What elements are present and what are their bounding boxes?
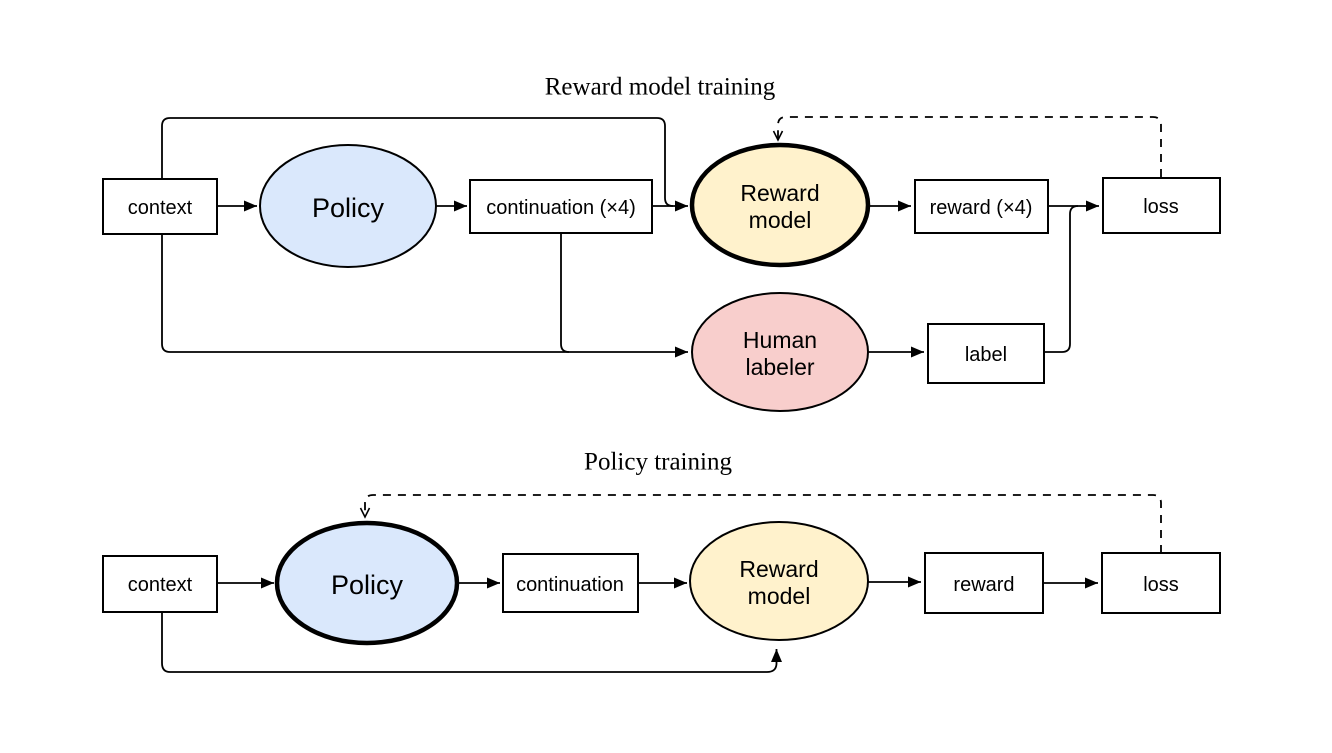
pt-reward-model-label-line1: Reward — [739, 556, 818, 582]
rmt-loss-node: loss — [1102, 177, 1221, 234]
pt-policy-ellipse — [274, 520, 460, 646]
pt-context-box — [102, 555, 218, 613]
rmt-edges — [161, 116, 1162, 358]
rmt-reward-label: reward (×4) — [930, 197, 1033, 219]
rmt-policy-ellipse — [259, 144, 437, 268]
rmt-edge-label-to-loss — [1044, 205, 1079, 353]
rmt-label-box — [927, 323, 1045, 384]
pt-edges — [161, 494, 1162, 673]
pt-context-label: context — [128, 574, 193, 596]
rmt-human-labeler-label-line1: Human — [743, 327, 817, 353]
rmt-edge-context-loop-to-reward-model — [161, 117, 674, 207]
rmt-continuation-box — [469, 179, 653, 234]
rmt-continuation-label: continuation (×4) — [486, 197, 636, 219]
rmt-human-labeler-node: Human labeler — [691, 292, 869, 412]
pt-continuation-label: continuation — [516, 574, 624, 596]
rmt-edge-loss-feedback-dashed — [772, 116, 1162, 177]
pt-policy-node: Policy — [274, 520, 460, 646]
rmt-reward-model-label-line1: Reward — [740, 180, 819, 206]
pt-loss-node: loss — [1101, 552, 1221, 614]
rmt-reward-node: reward (×4) — [914, 179, 1049, 234]
rmt-context-box — [102, 178, 218, 235]
rmt-continuation-node: continuation (×4) — [469, 179, 653, 234]
rmt-edge-continuation-to-human-labeler — [560, 233, 570, 353]
pt-reward-node: reward — [924, 552, 1044, 614]
rmt-context-label: context — [128, 197, 193, 219]
rmt-loss-box — [1102, 177, 1221, 234]
pt-loss-box — [1101, 552, 1221, 614]
rmt-reward-model-ellipse — [689, 142, 871, 268]
pt-continuation-box — [502, 553, 639, 613]
pt-reward-box — [924, 552, 1044, 614]
pt-context-node: context — [102, 555, 218, 613]
pt-edge-loss-feedback-dashed — [359, 494, 1162, 553]
reward-model-training-title: Reward model training — [545, 74, 776, 101]
pt-continuation-node: continuation — [502, 553, 639, 613]
pt-reward-label: reward — [953, 574, 1014, 596]
rmt-edge-context-to-human-labeler — [161, 234, 688, 358]
pt-policy-label: Policy — [331, 570, 404, 600]
rmt-reward-model-label-line2: model — [749, 207, 812, 233]
pt-edge-context-to-reward-model — [161, 612, 782, 673]
pt-reward-model-ellipse — [689, 521, 869, 641]
pt-reward-model-node: Reward model — [689, 521, 869, 641]
pt-reward-model-label-line2: model — [748, 583, 811, 609]
rmt-reward-model-node: Reward model — [689, 142, 871, 268]
rmt-label-node: label — [927, 323, 1045, 384]
policy-training-title: Policy training — [584, 449, 732, 476]
rmt-human-labeler-ellipse — [691, 292, 869, 412]
rmt-reward-box — [914, 179, 1049, 234]
pt-loss-label: loss — [1143, 574, 1179, 596]
rmt-policy-label: Policy — [312, 193, 385, 223]
rmt-human-labeler-label-line2: labeler — [745, 354, 814, 380]
rmt-context-node: context — [102, 178, 218, 235]
rmt-policy-node: Policy — [259, 144, 437, 268]
rmt-loss-label: loss — [1143, 196, 1179, 218]
rmt-label-label: label — [965, 344, 1007, 366]
